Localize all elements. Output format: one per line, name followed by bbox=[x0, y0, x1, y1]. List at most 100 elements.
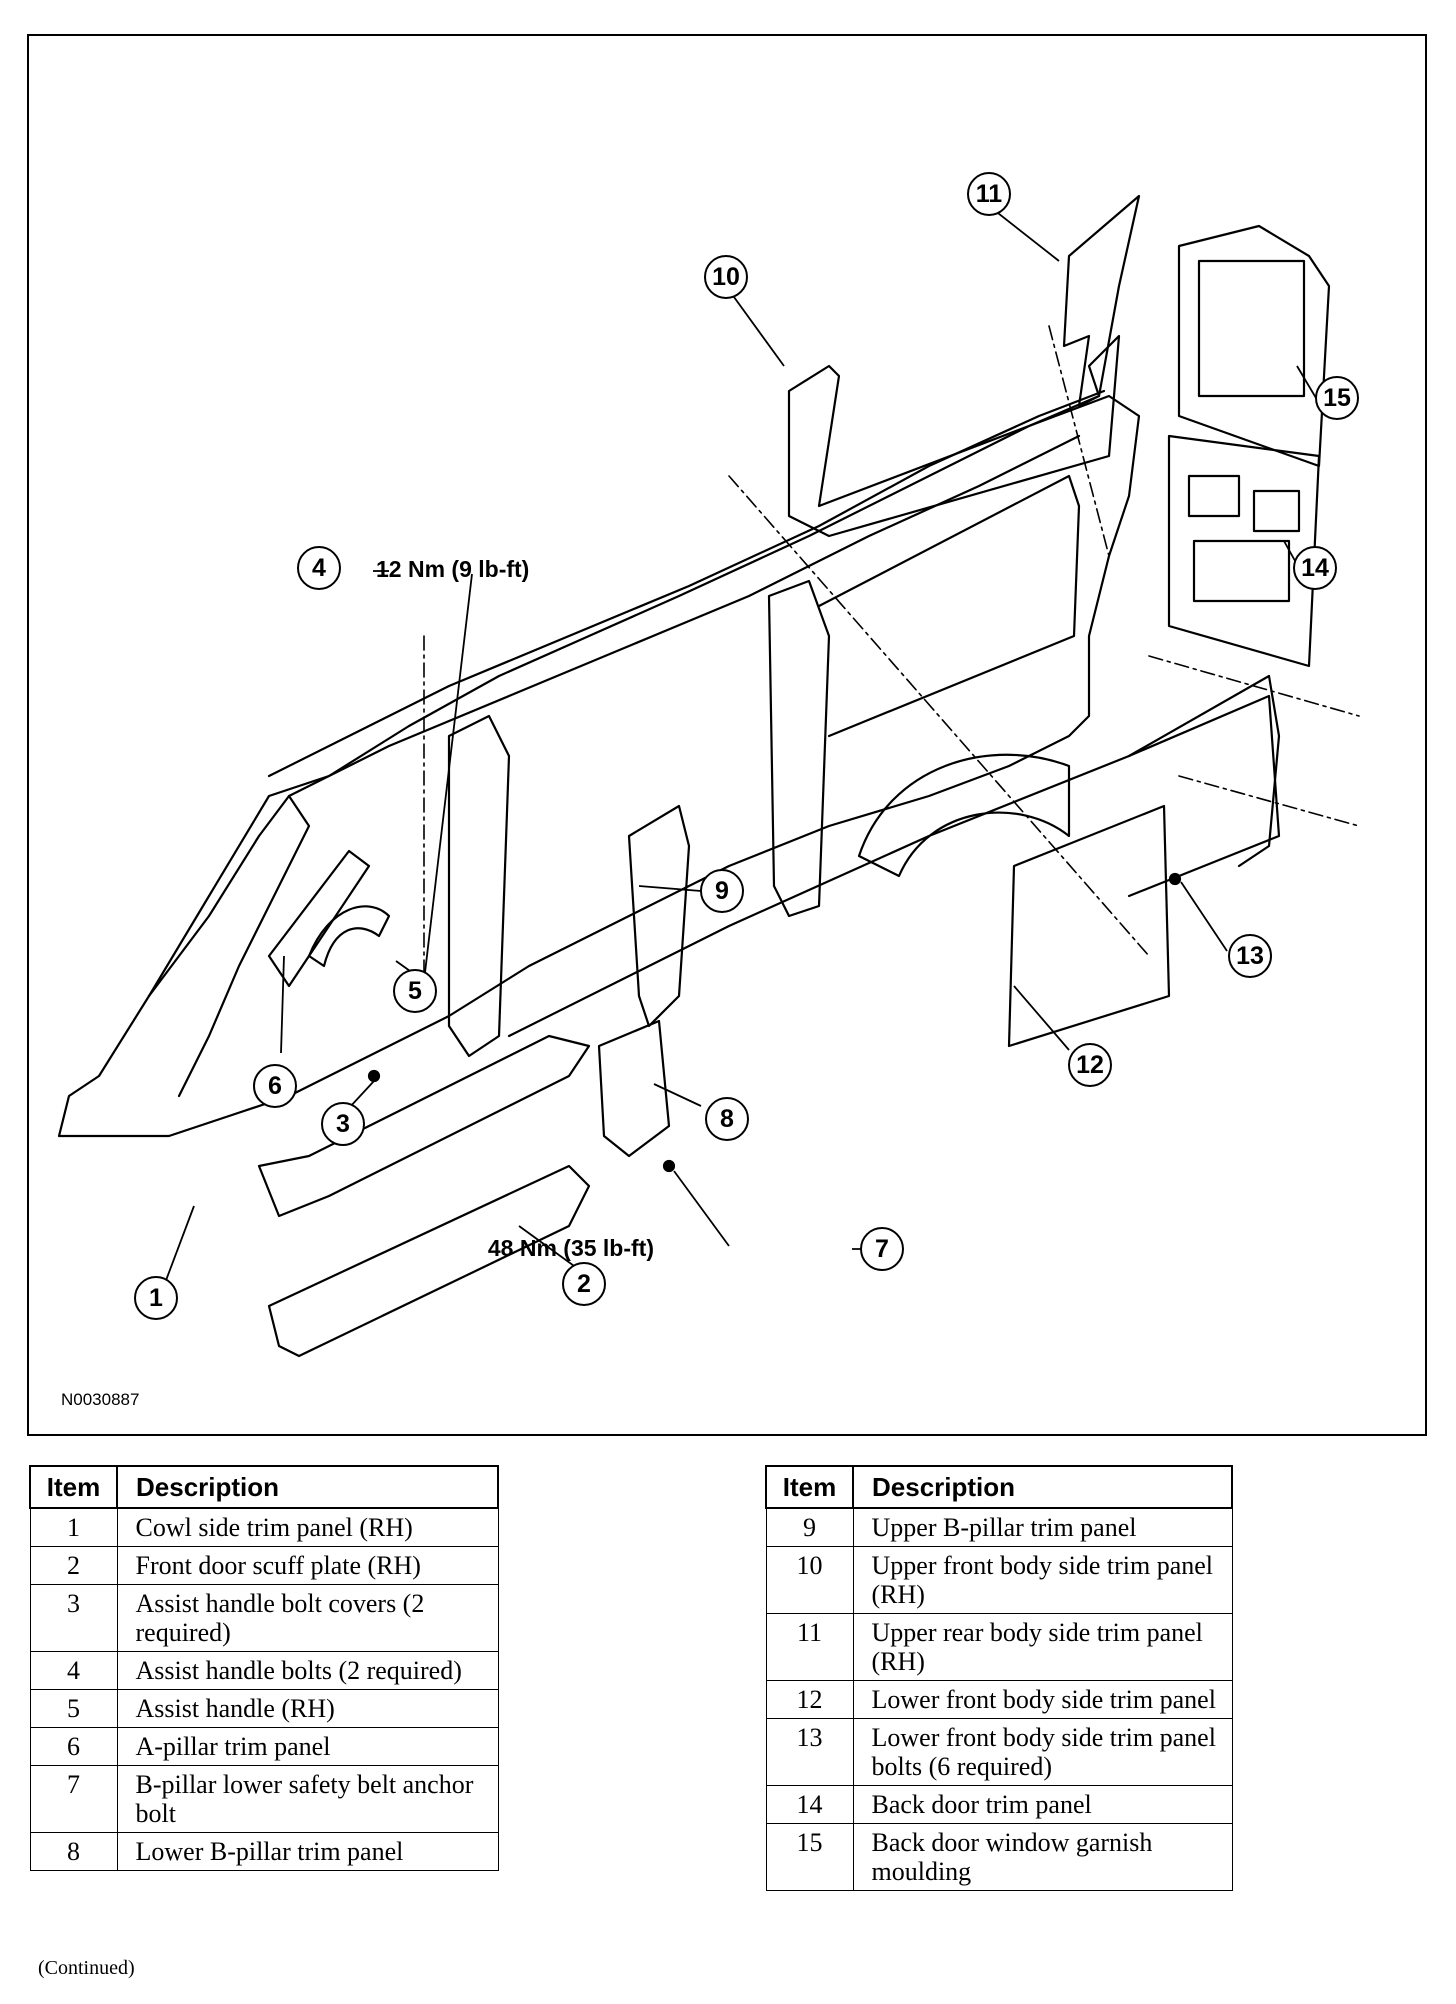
callout-8: 8 bbox=[720, 1105, 734, 1133]
item-description: Lower front body side trim panel bbox=[852, 1680, 1233, 1719]
part-15-window bbox=[1197, 259, 1306, 398]
item-number: 7 bbox=[29, 1765, 118, 1833]
callout-6: 6 bbox=[268, 1072, 282, 1100]
item-number: 12 bbox=[765, 1680, 854, 1719]
part-6-trim bbox=[267, 849, 371, 988]
item-description: B-pillar lower safety belt anchor bolt bbox=[116, 1765, 499, 1833]
part-10-trim bbox=[787, 334, 1121, 538]
floor-line bbox=[507, 694, 1281, 1038]
exploded-diagram: 1 2 3 4 5 6 7 8 9 10 11 12 13 14 15 12 N… bbox=[27, 34, 1427, 1436]
part-11-trim bbox=[1062, 194, 1141, 408]
item-description: Back door trim panel bbox=[852, 1785, 1233, 1824]
diagram-drawing: 1 2 3 4 5 6 7 8 9 10 11 12 13 14 15 12 N… bbox=[57, 172, 1360, 1358]
part-14-window-a bbox=[1187, 474, 1241, 518]
part-2-scuff-plate bbox=[267, 1164, 591, 1358]
table-header-row: Item Description bbox=[765, 1465, 1233, 1509]
callout-11: 11 bbox=[976, 180, 1003, 208]
item-number: 4 bbox=[29, 1651, 118, 1690]
part-14-handle-recess bbox=[1192, 539, 1291, 603]
part-5-handle bbox=[307, 905, 391, 968]
part-8-trim bbox=[597, 1019, 671, 1158]
callout-3: 3 bbox=[336, 1110, 350, 1138]
item-number: 6 bbox=[29, 1727, 118, 1766]
item-number: 10 bbox=[765, 1546, 854, 1614]
item-description: Lower front body side trim panel bolts (… bbox=[852, 1718, 1233, 1786]
item-number: 3 bbox=[29, 1584, 118, 1652]
bolt-13-icon bbox=[1168, 872, 1182, 886]
item-number: 11 bbox=[765, 1613, 854, 1681]
item-number: 8 bbox=[29, 1832, 118, 1871]
bolt-7-icon bbox=[662, 1159, 676, 1173]
c-pillar-structure bbox=[767, 579, 831, 918]
item-description: Assist handle bolts (2 required) bbox=[116, 1651, 499, 1690]
torque-spec-7: 48 Nm (35 lb-ft) bbox=[488, 1235, 654, 1261]
callout-13: 13 bbox=[1236, 942, 1264, 970]
part-15-garnish bbox=[1177, 224, 1331, 468]
item-description: A-pillar trim panel bbox=[116, 1727, 499, 1766]
body-side-outline bbox=[57, 394, 1141, 1138]
item-column-header: Item bbox=[29, 1465, 118, 1509]
callout-1: 1 bbox=[149, 1284, 163, 1312]
rocker-panel bbox=[257, 1034, 591, 1218]
a-pillar-structure bbox=[147, 794, 311, 1098]
part-12-panel bbox=[1007, 804, 1171, 1048]
item-description: Assist handle bolt covers (2 required) bbox=[116, 1584, 499, 1652]
item-description: Lower B-pillar trim panel bbox=[116, 1832, 499, 1871]
part-14-window-b bbox=[1252, 489, 1301, 533]
callout-12: 12 bbox=[1076, 1051, 1104, 1079]
item-number: 5 bbox=[29, 1689, 118, 1728]
item-description: Upper rear body side trim panel (RH) bbox=[852, 1613, 1233, 1681]
rear-quarter bbox=[1127, 674, 1281, 868]
callout-10: 10 bbox=[712, 263, 740, 291]
callout-5: 5 bbox=[408, 977, 422, 1005]
figure-reference-code: N0030887 bbox=[61, 1390, 140, 1409]
item-description: Front door scuff plate (RH) bbox=[116, 1546, 499, 1585]
item-description: Upper B-pillar trim panel bbox=[852, 1507, 1233, 1547]
wheel-arch bbox=[857, 753, 1071, 878]
bolt-cover-3-icon bbox=[367, 1069, 381, 1083]
part-14-panel bbox=[1167, 434, 1321, 668]
roof-rail bbox=[267, 389, 1106, 778]
torque-spec-4: 12 Nm (9 lb-ft) bbox=[376, 556, 529, 582]
item-number: 14 bbox=[765, 1785, 854, 1824]
table-header-row: Item Description bbox=[29, 1465, 499, 1509]
description-column-header: Description bbox=[852, 1465, 1233, 1509]
part-9-trim bbox=[627, 804, 691, 1028]
item-number: 13 bbox=[765, 1718, 854, 1786]
callout-4: 4 bbox=[312, 554, 326, 582]
item-description: Upper front body side trim panel (RH) bbox=[852, 1546, 1233, 1614]
side-window-opening bbox=[817, 474, 1081, 738]
callout-2: 2 bbox=[577, 1270, 591, 1298]
item-description: Back door window garnish moulding bbox=[852, 1823, 1233, 1891]
roof-rail-inner bbox=[287, 434, 1081, 798]
callout-15: 15 bbox=[1323, 384, 1351, 412]
description-column-header: Description bbox=[116, 1465, 499, 1509]
b-pillar-structure bbox=[447, 714, 511, 1058]
item-description: Assist handle (RH) bbox=[116, 1689, 499, 1728]
callout-14: 14 bbox=[1301, 554, 1329, 582]
callout-9: 9 bbox=[715, 877, 729, 905]
item-description: Cowl side trim panel (RH) bbox=[116, 1507, 499, 1547]
item-number: 1 bbox=[29, 1507, 118, 1547]
item-number: 9 bbox=[765, 1507, 854, 1547]
continued-note: (Continued) bbox=[38, 1957, 135, 1979]
item-column-header: Item bbox=[765, 1465, 854, 1509]
callout-7: 7 bbox=[875, 1235, 889, 1263]
item-number: 2 bbox=[29, 1546, 118, 1585]
